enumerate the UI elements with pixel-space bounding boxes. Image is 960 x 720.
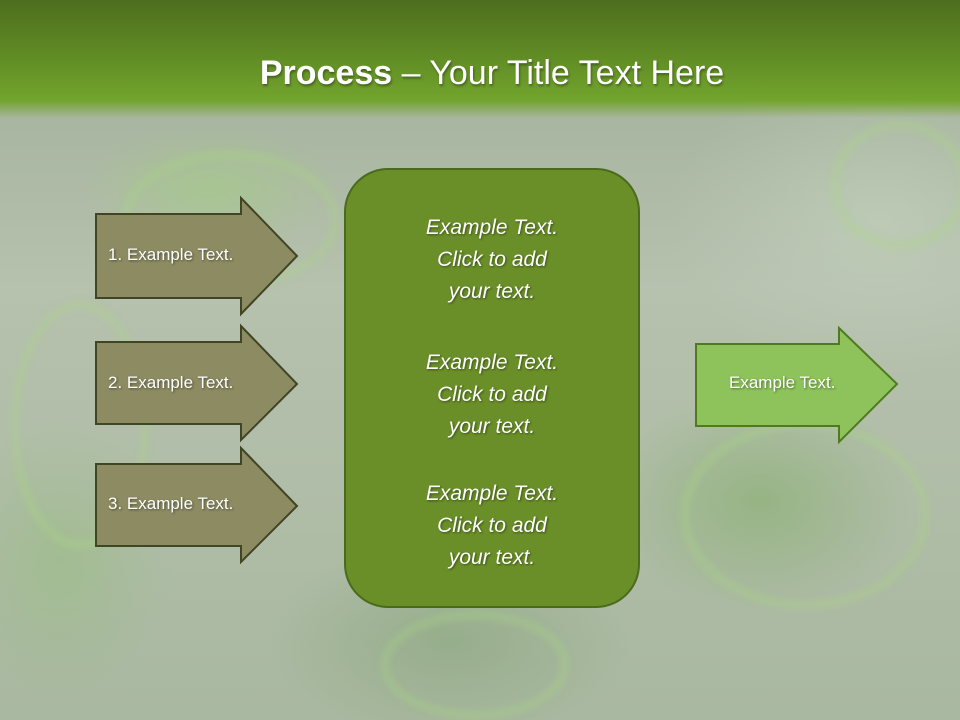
title-bold: Process bbox=[259, 54, 393, 92]
input-arrow-3-label: 3. Example Text. bbox=[108, 494, 234, 513]
background-ring bbox=[380, 610, 570, 720]
input-arrow-1-label: 1. Example Text. bbox=[108, 245, 234, 264]
output-arrow[interactable] bbox=[695, 325, 899, 445]
center-process-box[interactable] bbox=[344, 168, 640, 608]
center-text-block-3: Example Text. Click to add your text. bbox=[425, 482, 559, 569]
slide-title[interactable]: Process – Your Title Text Here bbox=[0, 54, 960, 93]
input-arrow-2[interactable] bbox=[95, 323, 299, 443]
center-text-block-2: Example Text. Click to add your text. bbox=[425, 351, 559, 438]
title-rest: – Your Title Text Here bbox=[392, 54, 725, 92]
center-text-block-1: Example Text. Click to add your text. bbox=[425, 216, 559, 303]
input-arrow-3[interactable] bbox=[95, 445, 299, 565]
title-bar bbox=[0, 0, 960, 118]
background-ring bbox=[830, 120, 960, 250]
output-arrow-label: Example Text. bbox=[729, 373, 836, 392]
input-arrow-2-label: 2. Example Text. bbox=[108, 373, 234, 392]
input-arrow-1[interactable] bbox=[95, 195, 299, 317]
